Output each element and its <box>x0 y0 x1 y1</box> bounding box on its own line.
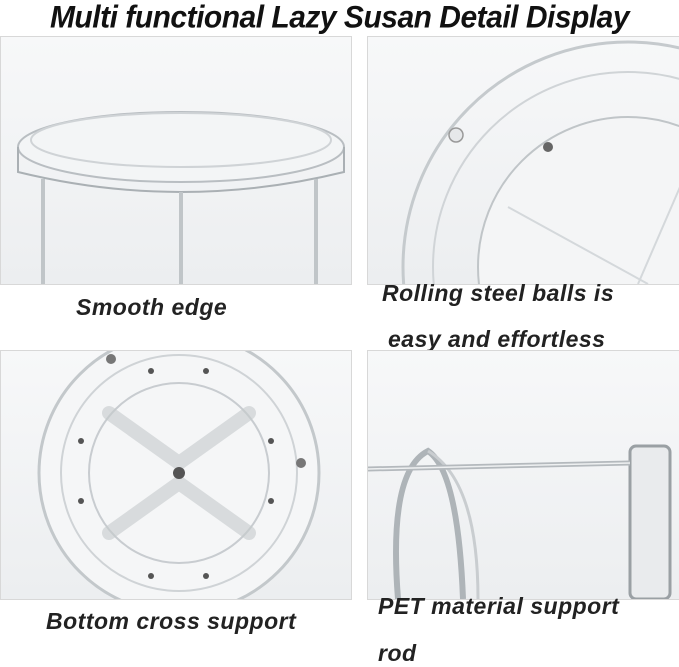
photo-smooth-edge <box>0 36 352 285</box>
caption-support-rod-line1: PET material support <box>378 593 620 619</box>
photo-support-rod <box>367 350 679 600</box>
photo-bottom-cross-support <box>0 350 352 600</box>
caption-support-rod-line2: rod <box>378 640 417 666</box>
photo-rolling-balls <box>367 36 679 285</box>
caption-smooth-edge: Smooth edge <box>76 294 228 320</box>
caption-rolling-balls-line2: easy and effortless <box>388 326 606 352</box>
caption-bottom-cross-support: Bottom cross support <box>46 608 297 634</box>
page-title: Multi functional Lazy Susan Detail Displ… <box>49 0 630 35</box>
caption-rolling-balls-line1: Rolling steel balls is <box>382 280 615 306</box>
